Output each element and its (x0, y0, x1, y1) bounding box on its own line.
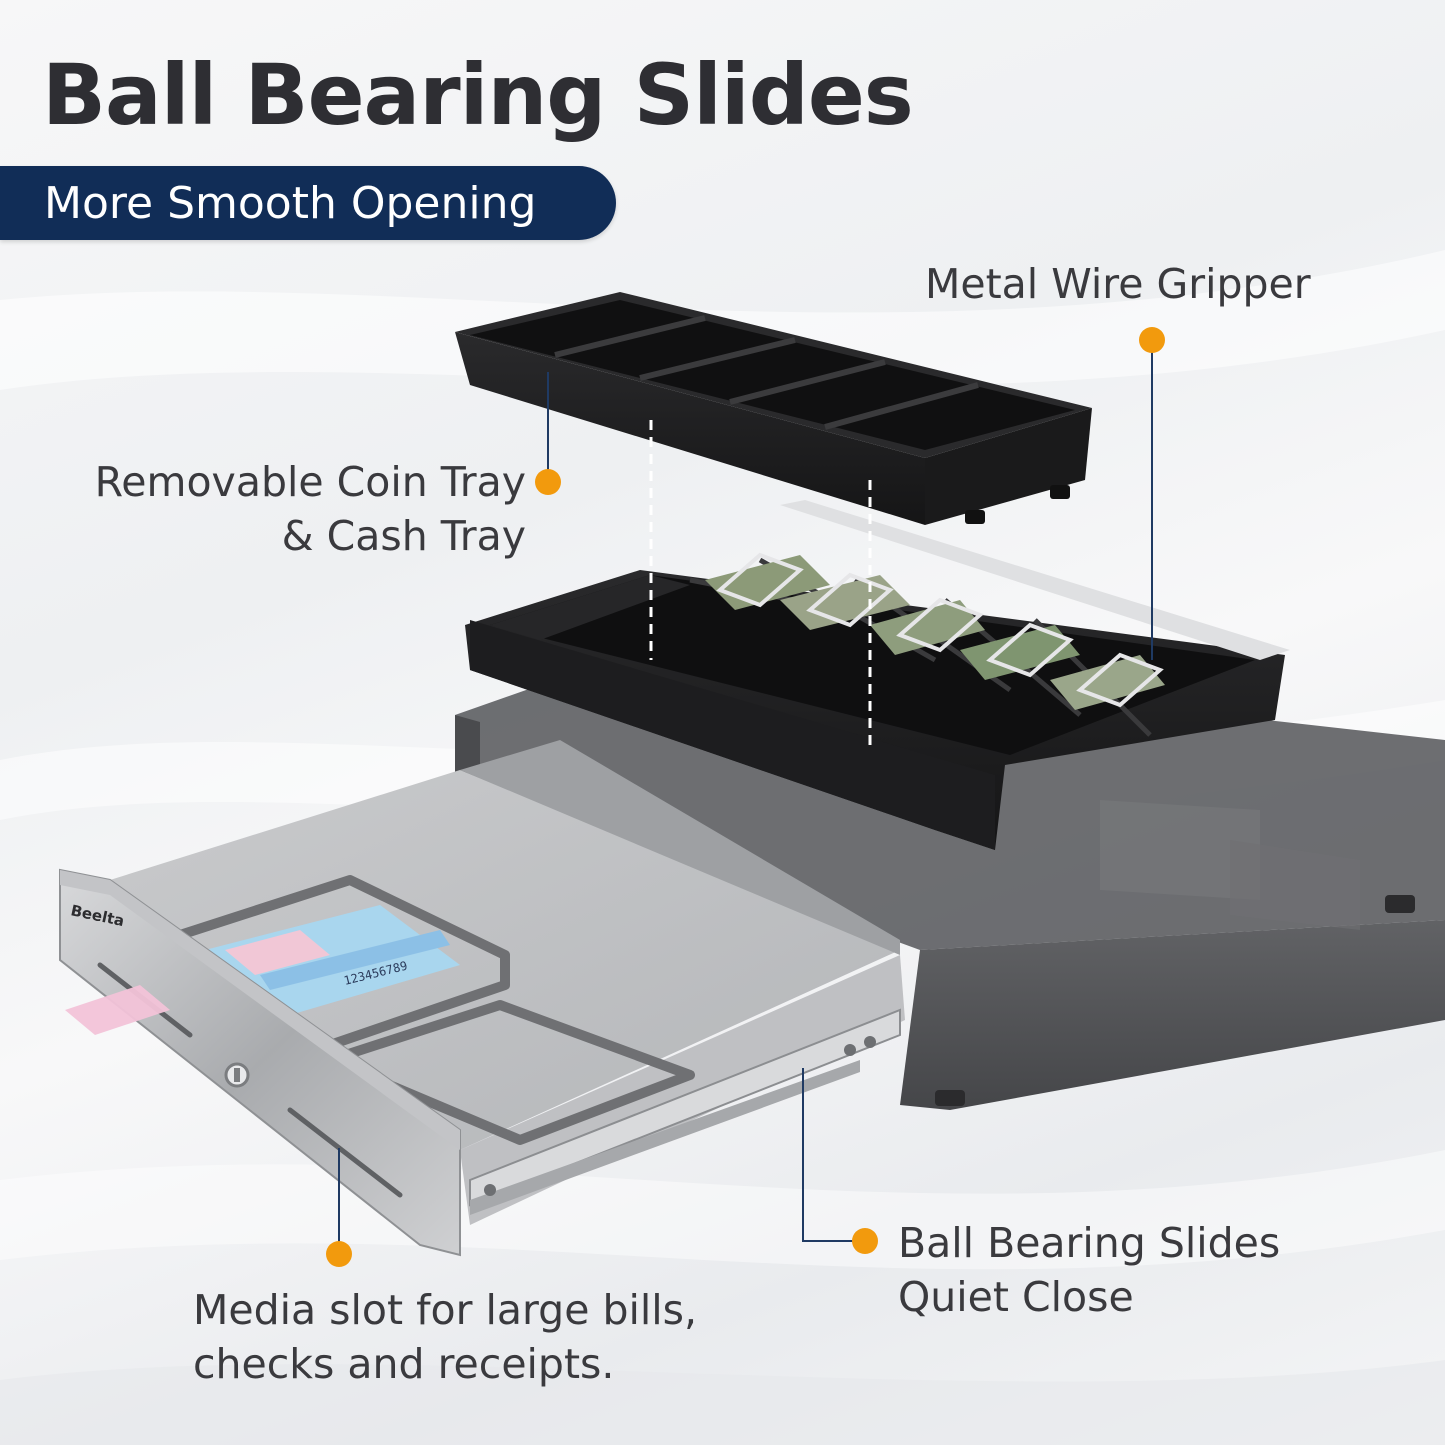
sample-check-card: 123456789 (205, 905, 460, 1015)
subtitle-banner: More Smooth Opening (0, 166, 616, 240)
callout-media-slot: Media slot for large bills, checks and r… (193, 1283, 697, 1391)
coin-tray (455, 292, 1092, 525)
page-title: Ball Bearing Slides (42, 46, 914, 144)
open-drawer: 123456789 Beelta (59, 740, 905, 1257)
callout-line: Media slot for large bills, (193, 1286, 698, 1334)
callout-removable-trays: Removable Coin Tray & Cash Tray (50, 455, 526, 563)
callout-line: Quiet Close (898, 1273, 1134, 1321)
callout-line: checks and receipts. (193, 1340, 615, 1388)
leader-lines (338, 348, 1153, 1253)
callout-line: Ball Bearing Slides (898, 1219, 1281, 1267)
callout-dot-gripper (1139, 327, 1165, 353)
callout-line: Removable Coin Tray (94, 458, 526, 506)
cash-tray (465, 500, 1290, 850)
callout-dot-slides (852, 1228, 878, 1254)
callout-line: & Cash Tray (281, 512, 526, 560)
subtitle-text: More Smooth Opening (44, 177, 537, 229)
callout-dot-media (326, 1241, 352, 1267)
wire-grippers (716, 552, 1164, 708)
callout-dot-trays (535, 469, 561, 495)
callout-ball-bearing-slides: Ball Bearing Slides Quiet Close (898, 1216, 1280, 1324)
callout-line: Metal Wire Gripper (925, 260, 1311, 308)
callout-metal-wire-gripper: Metal Wire Gripper (925, 257, 1311, 311)
